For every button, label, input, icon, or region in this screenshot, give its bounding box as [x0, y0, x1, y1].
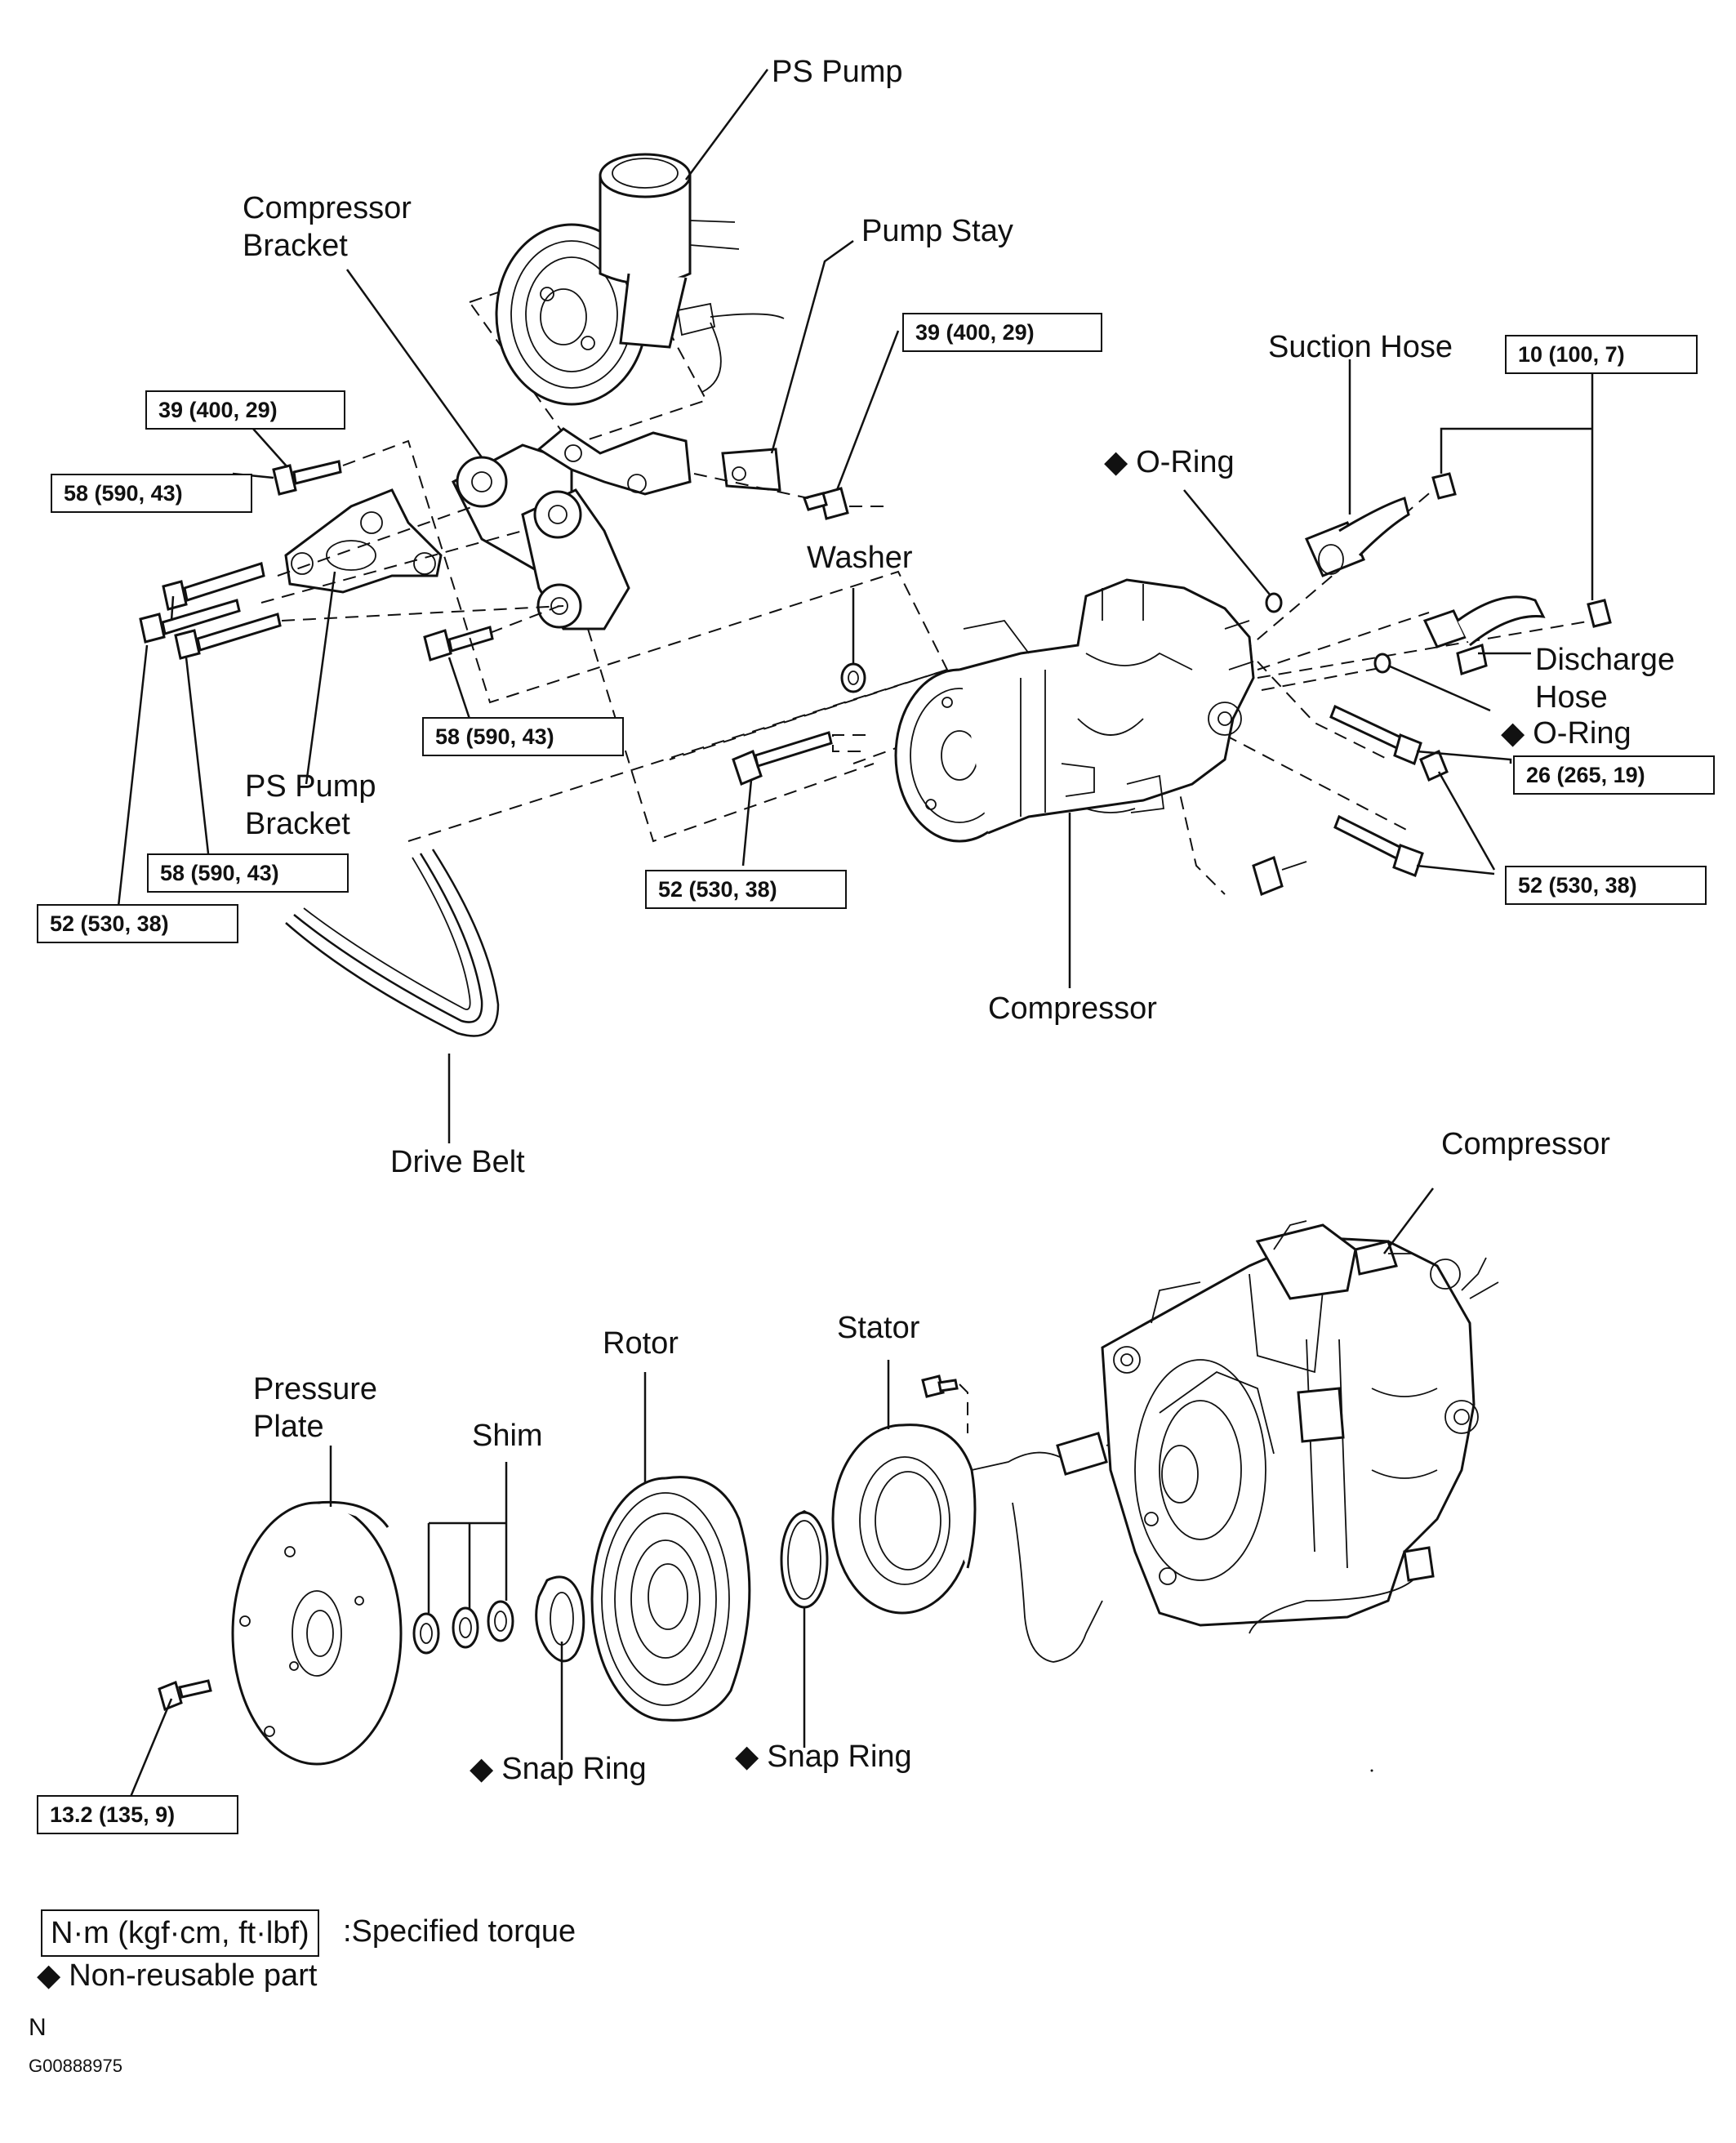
label-compressor-bottom: Compressor [1441, 1127, 1610, 1161]
label-shim: Shim [472, 1419, 543, 1453]
bolt-center-52 [732, 731, 833, 786]
torque-box-52-left: 52 (530, 38) [37, 904, 238, 943]
label-o-ring-lower: ◆O-Ring [1501, 716, 1631, 751]
label-rotor: Rotor [603, 1326, 679, 1361]
leader-lines-top [117, 69, 1594, 1143]
o-ring-upper [1265, 592, 1283, 613]
nonreusable-diamond-icon: ◆ [1104, 445, 1128, 479]
nonreusable-diamond-icon: ◆ [735, 1740, 759, 1774]
label-ps-pump-bracket: PS Pump Bracket [245, 769, 376, 841]
compressor-bracket [452, 427, 692, 630]
label-discharge-hose: Discharge Hose [1535, 643, 1676, 715]
label-snap-ring-left: ◆Snap Ring [470, 1752, 647, 1786]
torque-box-58-lower: 58 (590, 43) [147, 853, 349, 893]
suction-hose [1304, 497, 1410, 577]
label-ps-pump: PS Pump [772, 55, 903, 89]
washer [840, 662, 866, 693]
discharge-hose [1422, 595, 1546, 675]
nonreusable-diamond-icon: ◆ [470, 1752, 494, 1786]
o-ring-lower [1373, 653, 1391, 674]
nut-discharge [1587, 599, 1612, 628]
ps-pump [495, 153, 785, 406]
legend-torque-unit-box: N·m (kgf·cm, ft·lbf) [41, 1909, 319, 1957]
label-washer: Washer [807, 541, 913, 575]
torque-box-26: 26 (265, 19) [1513, 755, 1715, 795]
torque-box-39-left: 39 (400, 29) [145, 390, 345, 430]
nut-upper [1431, 472, 1457, 500]
pump-stay [721, 448, 781, 492]
legend-torque-description: :Specified torque [343, 1914, 576, 1949]
bolt-set-right [1329, 704, 1449, 877]
pressure-plate-bolt [158, 1679, 212, 1712]
label-suction-hose: Suction Hose [1268, 330, 1453, 364]
label-drive-belt: Drive Belt [390, 1145, 525, 1179]
legend-nonreusable: ◆Non-reusable part [37, 1958, 318, 1993]
rotor [590, 1476, 751, 1722]
stator [831, 1423, 1119, 1663]
drive-belt [285, 849, 500, 1037]
label-compressor-bracket: Compressor Bracket [243, 191, 412, 263]
label-snap-ring-right: ◆Snap Ring [735, 1740, 912, 1774]
torque-box-10: 10 (100, 7) [1505, 335, 1698, 374]
leader-lines-bottom [129, 1187, 1434, 1798]
snap-ring-left [535, 1575, 585, 1663]
compressor-bottom [1101, 1220, 1499, 1634]
connector [1252, 855, 1307, 897]
label-compressor-top: Compressor [988, 991, 1157, 1026]
label-pump-stay: Pump Stay [861, 214, 1013, 248]
torque-box-52-right: 52 (530, 38) [1505, 866, 1707, 905]
shims [412, 1600, 514, 1655]
pressure-plate [231, 1500, 403, 1766]
label-pressure-plate: Pressure Plate [253, 1372, 378, 1444]
compressor-top [894, 578, 1255, 843]
figure-code: G00888975 [29, 2056, 122, 2076]
bolt-pump-stay [803, 487, 849, 520]
stator-screw [921, 1374, 968, 1433]
orientation-mark: N [29, 2014, 47, 2041]
torque-box-39-right: 39 (400, 29) [902, 313, 1102, 352]
torque-box-52-center: 52 (530, 38) [645, 870, 847, 909]
torque-box-58-center: 58 (590, 43) [422, 717, 624, 756]
label-o-ring-upper: ◆O-Ring [1104, 445, 1235, 479]
speck [1370, 1769, 1373, 1772]
snap-ring-right [780, 1509, 829, 1609]
nonreusable-diamond-icon: ◆ [1501, 716, 1525, 751]
nonreusable-diamond-icon: ◆ [37, 1958, 61, 1993]
label-stator: Stator [837, 1311, 920, 1345]
alignment-lines-top [260, 439, 1593, 895]
torque-box-13-2: 13.2 (135, 9) [37, 1795, 238, 1834]
torque-box-58-upper: 58 (590, 43) [51, 474, 252, 513]
ps-pump-bracket [284, 488, 443, 594]
